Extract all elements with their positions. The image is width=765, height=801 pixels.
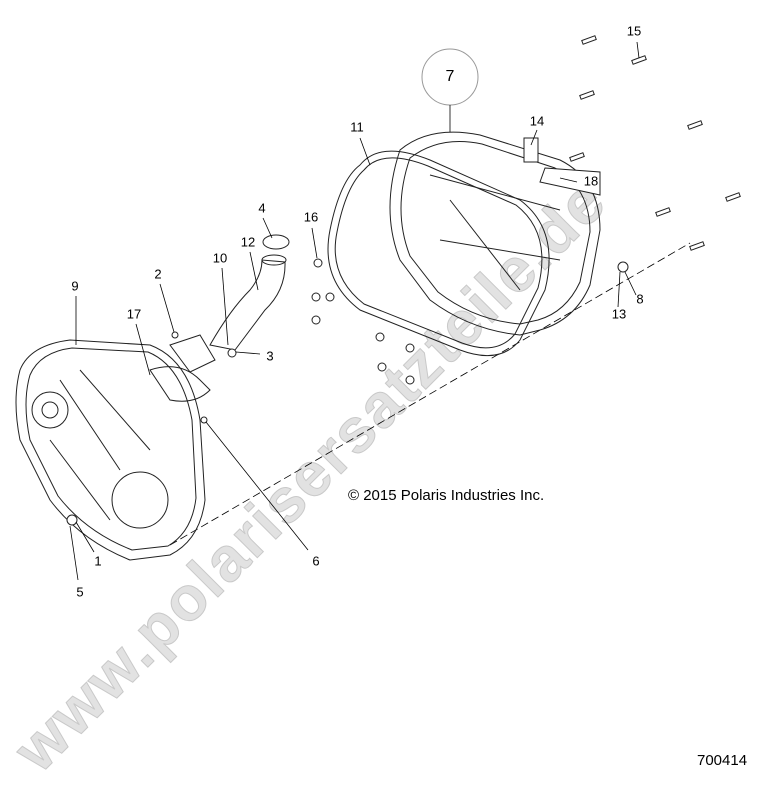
callout-17: 17 (127, 306, 141, 321)
callout-7: 7 (446, 68, 455, 85)
callout-8: 8 (636, 291, 643, 306)
callout-1: 1 (94, 553, 101, 568)
inner-clutch-cover (15, 339, 206, 561)
callout-2: 2 (154, 266, 161, 281)
callout-18: 18 (584, 173, 598, 188)
callout-4: 4 (258, 200, 265, 215)
callout-14: 14 (530, 113, 544, 128)
leader-lines (69, 41, 640, 581)
callout-11: 11 (350, 119, 364, 134)
callout-15: 15 (627, 23, 641, 38)
callout-10: 10 (213, 250, 227, 265)
assembly-axis-line (169, 242, 691, 546)
fasteners (66, 35, 741, 526)
outer-clutch-cover (389, 131, 601, 336)
callout-3: 3 (266, 348, 273, 363)
copyright-notice: © 2015 Polaris Industries Inc. (348, 487, 544, 504)
callout-5: 5 (76, 584, 83, 599)
callout-9: 9 (71, 278, 78, 293)
callout-16: 16 (304, 209, 318, 224)
watermark: www.polarisersatzteile.de (0, 166, 619, 785)
callout-13: 13 (612, 306, 626, 321)
diagram-number: 700414 (697, 752, 747, 769)
callout-12: 12 (241, 234, 255, 249)
gasket (327, 150, 550, 357)
intake-duct (149, 234, 290, 402)
callout-6: 6 (312, 553, 319, 568)
